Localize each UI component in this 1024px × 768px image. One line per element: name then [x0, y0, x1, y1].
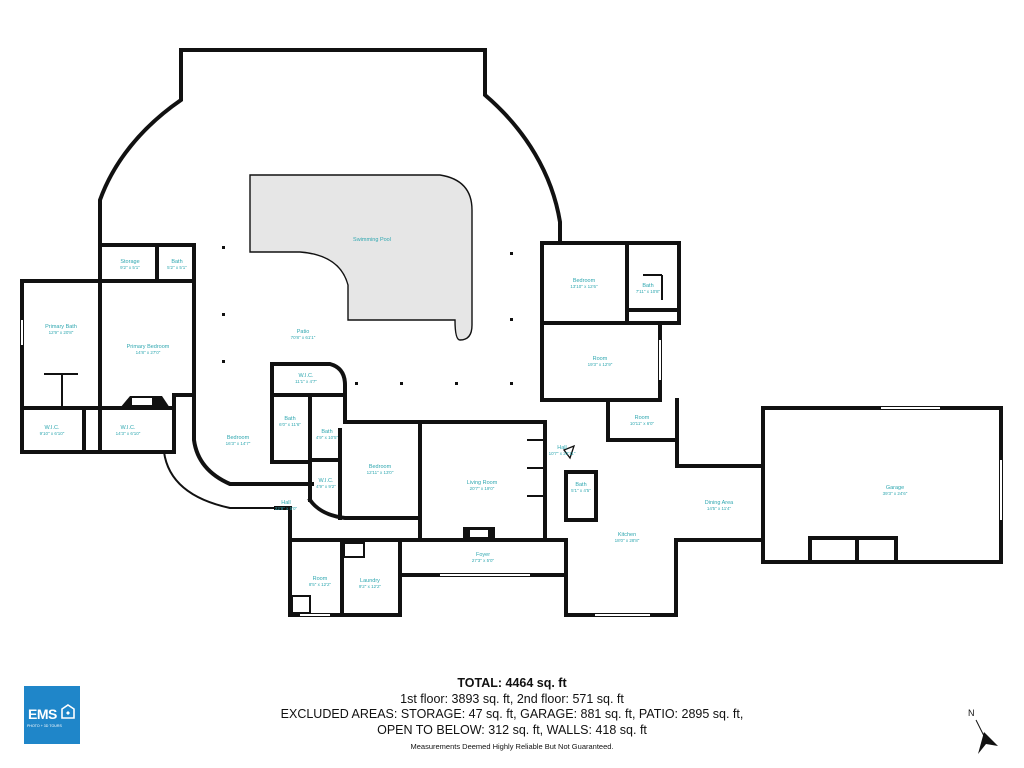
label-wic-center: W.I.C.	[299, 373, 314, 379]
window-openings	[21, 320, 1002, 616]
disclaimer: Measurements Deemed Highly Reliable But …	[410, 742, 614, 751]
dims-living-room: 20'7" x 19'0"	[470, 486, 495, 491]
dims-wic-left: 9'10" x 6'10"	[40, 431, 65, 436]
stairs-marker	[562, 444, 576, 460]
dims-hall-left: 22'8" x 5'0"	[275, 506, 298, 511]
label-bath-kitchen: Bath	[575, 482, 586, 488]
label-bedroom-left: Bedroom	[227, 435, 250, 441]
label-room-right: Room	[593, 356, 608, 362]
total-area: TOTAL: 4464 sq. ft	[457, 676, 567, 690]
label-bath-top-left: Bath	[171, 259, 182, 265]
logo-brand: EMS	[28, 706, 57, 722]
dims-dining-area: 14'5" x 11'4"	[707, 506, 732, 511]
dims-wic-small: 4'9" x 9'2"	[316, 484, 336, 489]
dims-bedroom-right: 13'10" x 12'6"	[570, 284, 598, 289]
garage-walls	[761, 406, 1003, 564]
label-wic-left: W.I.C.	[45, 425, 60, 431]
dims-foyer: 27'3" x 5'0"	[472, 558, 495, 563]
compass: N	[966, 708, 1002, 758]
dims-wic-primary: 14'3" x 6'10"	[116, 431, 141, 436]
label-wic-small: W.I.C.	[319, 478, 334, 484]
label-wic-primary: W.I.C.	[121, 425, 136, 431]
label-swimming-pool: Swimming Pool	[353, 237, 391, 243]
label-bath-center-a: Bath	[284, 416, 295, 422]
dims-room-bottom: 8'5" x 12'2"	[309, 582, 332, 587]
dims-patio: 70'8" x 61'1"	[291, 335, 316, 340]
dims-bath-top-left: 5'2" x 5'1"	[167, 265, 187, 270]
compass-label: N	[968, 708, 975, 718]
label-foyer: Foyer	[476, 552, 490, 558]
label-laundry: Laundry	[360, 578, 380, 584]
label-bath-right: Bath	[642, 283, 653, 289]
dims-bath-center-a: 6'0" x 11'6"	[279, 422, 301, 427]
dims-storage: 9'2" x 5'1"	[120, 265, 140, 270]
dims-garage: 39'3" x 24'6"	[883, 491, 908, 496]
label-hall-center: Hall	[557, 445, 566, 451]
swimming-pool-shape	[249, 174, 473, 341]
north-arrow-icon	[975, 719, 998, 754]
label-room-small: Room	[635, 415, 650, 421]
label-primary-bedroom: Primary Bedroom	[127, 344, 170, 350]
right-wing-walls	[540, 241, 765, 468]
kitchen-dining-walls	[543, 420, 765, 617]
logo-tagline: PHOTO + 3D TOURS	[27, 724, 62, 728]
dims-bedroom-left: 16'3" x 14'7"	[226, 441, 251, 446]
label-dining-area: Dining Area	[705, 500, 734, 506]
label-bath-center-b: Bath	[321, 429, 332, 435]
dims-kitchen: 18'0" x 28'8"	[615, 538, 640, 543]
dims-bedroom-center: 12'11" x 13'0"	[367, 470, 394, 475]
label-storage: Storage	[120, 259, 139, 265]
dims-bath-kitchen: 5'1" x 4'5"	[571, 488, 591, 493]
label-bedroom-right: Bedroom	[573, 278, 596, 284]
label-kitchen: Kitchen	[618, 532, 636, 538]
room-labels: Swimming Pool Patio 70'8" x 61'1" Storag…	[40, 237, 908, 589]
patio-boundary-wall	[98, 48, 562, 245]
label-bedroom-center: Bedroom	[369, 464, 392, 470]
patio-pillars	[222, 246, 513, 385]
label-patio: Patio	[297, 329, 310, 335]
excluded-areas-cont: OPEN TO BELOW: 312 sq. ft, WALLS: 418 sq…	[377, 722, 647, 737]
dims-primary-bedroom: 14'8" x 27'0"	[136, 350, 161, 355]
dims-room-small: 10'11" x 6'0"	[630, 421, 655, 426]
label-garage: Garage	[886, 485, 904, 491]
central-rooms-walls	[163, 362, 422, 542]
ems-logo: EMS PHOTO + 3D TOURS	[24, 686, 80, 744]
house-logo-icon	[61, 704, 75, 719]
dims-wic-center: 11'1" x 4'7"	[295, 379, 317, 384]
dims-bath-center-b: 4'9" x 10'5"	[316, 435, 339, 440]
laundry-area-walls	[274, 506, 402, 617]
dims-laundry: 9'2" x 12'2"	[359, 584, 382, 589]
label-primary-bath: Primary Bath	[45, 324, 77, 330]
excluded-areas: EXCLUDED AREAS: STORAGE: 47 sq. ft, GARA…	[280, 707, 744, 721]
dims-room-right: 19'3" x 12'9"	[588, 362, 613, 367]
floor-areas: 1st floor: 3893 sq. ft, 2nd floor: 571 s…	[400, 691, 624, 706]
area-summary: TOTAL: 4464 sq. ft 1st floor: 3893 sq. f…	[200, 676, 824, 738]
primary-suite-walls	[20, 243, 196, 454]
label-hall-left: Hall	[281, 500, 290, 506]
label-room-bottom: Room	[313, 576, 328, 582]
dims-primary-bath: 12'9" x 20'8"	[49, 330, 74, 335]
label-living-room: Living Room	[467, 480, 498, 486]
dims-bath-right: 7'11" x 10'8"	[636, 289, 661, 294]
dims-hall-center: 10'7" x 22'11"	[549, 451, 576, 456]
